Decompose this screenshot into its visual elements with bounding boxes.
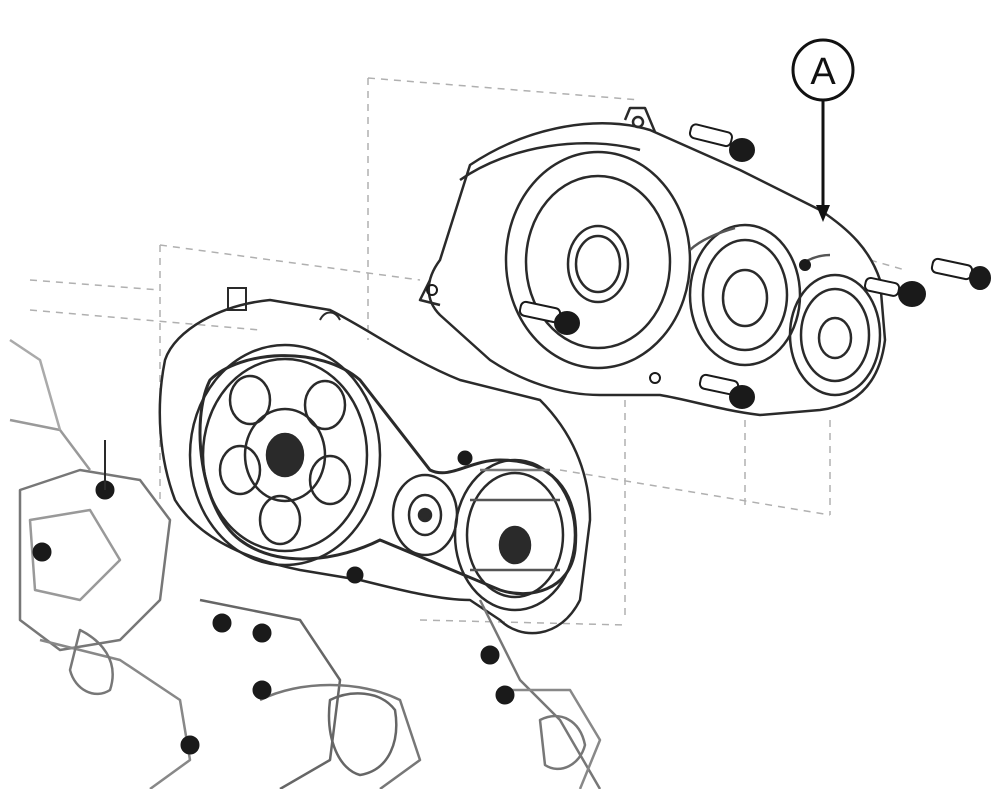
- cover-bolt-right-outer: [930, 257, 991, 290]
- cover-bolts: [426, 123, 991, 409]
- callout-a: A: [791, 38, 855, 222]
- callout-a-label: A: [810, 51, 836, 93]
- cover-bolt-left: [518, 300, 580, 335]
- engine-block: [9, 298, 602, 789]
- crankshaft-pulley: [453, 458, 577, 612]
- engine-bolts: [32, 450, 515, 755]
- timing-belt-cover: [418, 106, 887, 417]
- cover-bolt-top: [688, 123, 755, 162]
- idler-pulley: [391, 473, 459, 557]
- engine-bolt-studs: [104, 287, 341, 490]
- callout-a-circle: [791, 38, 855, 102]
- camshaft-pulley: [188, 343, 382, 567]
- alignment-lines: [29, 77, 906, 626]
- cover-bolt-right-inner: [864, 276, 926, 307]
- cover-bolt-bottom: [649, 372, 755, 409]
